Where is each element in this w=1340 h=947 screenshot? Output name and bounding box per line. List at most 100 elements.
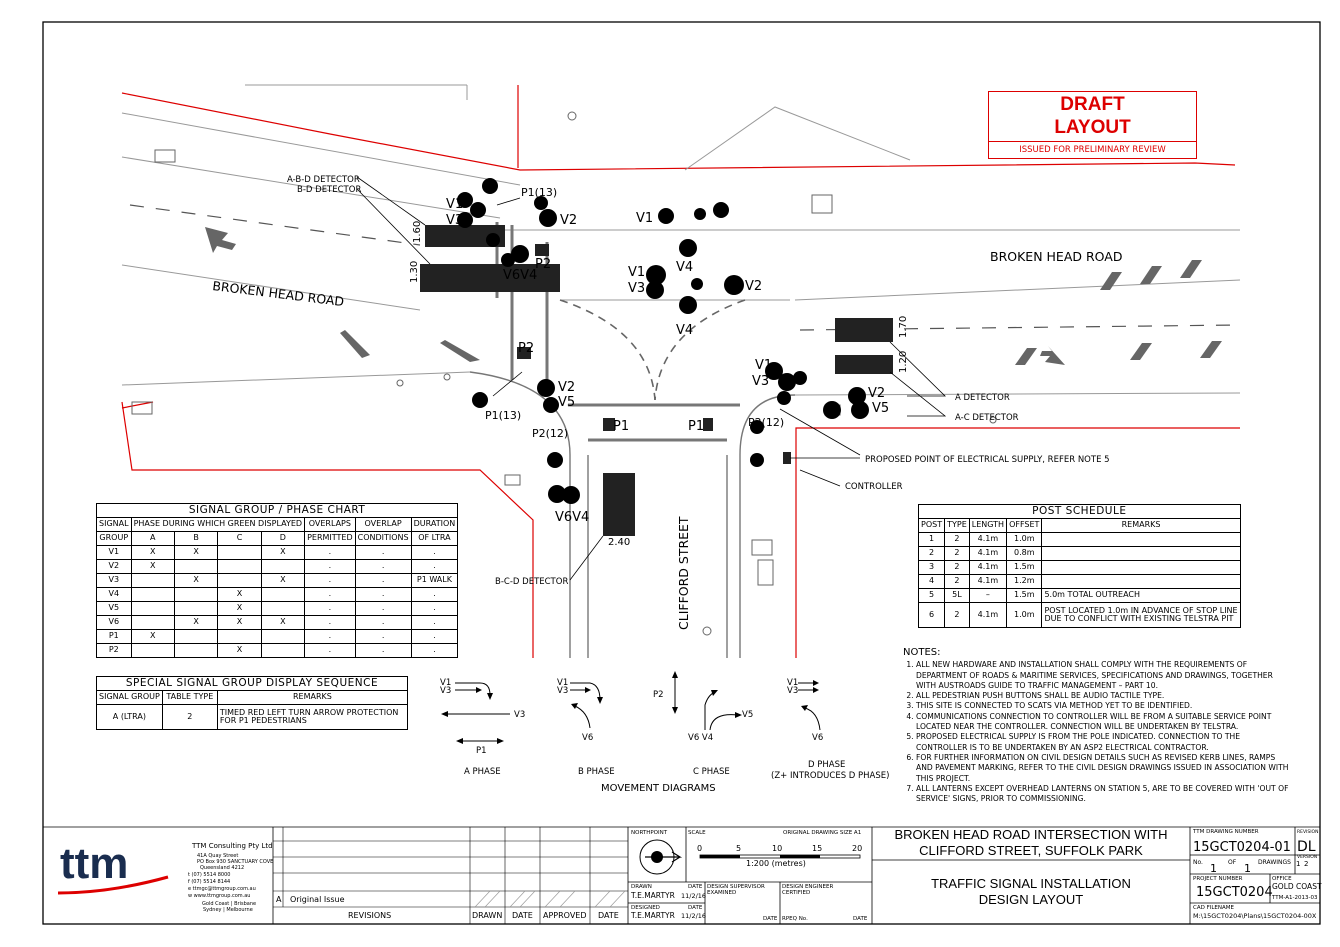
signal-cell: . xyxy=(304,601,356,616)
signal-heads xyxy=(457,178,869,504)
offices-1: Gold Coast | Brisbane xyxy=(202,901,256,907)
special-h-remarks: REMARKS xyxy=(216,690,409,705)
loop-a xyxy=(835,318,893,342)
post-cell: 1.5m xyxy=(1006,560,1043,575)
scale-tick-20: 20 xyxy=(852,844,862,853)
special-h-type: TABLE TYPE xyxy=(161,690,218,705)
rev-header-date2: DATE xyxy=(598,911,619,920)
version-label: VERSION xyxy=(1297,854,1317,860)
label-v1-b: V1 xyxy=(636,211,653,226)
label-p1-e: P1 xyxy=(688,419,704,434)
cad-label: CAD FILENAME xyxy=(1193,905,1235,911)
loop-abd xyxy=(425,225,505,247)
post-cell: – xyxy=(968,588,1008,603)
of-value: 1 xyxy=(1244,862,1251,875)
mv-d-v1: V1 xyxy=(787,678,798,688)
title-line-3: TRAFFIC SIGNAL INSTALLATION xyxy=(931,876,1131,891)
movement-diagrams xyxy=(445,675,821,742)
scale-tick-0: 0 xyxy=(697,844,702,853)
signal-cell xyxy=(217,559,262,574)
rev-header-drawn: DRAWN xyxy=(472,911,502,920)
drawings-val-1: 1 xyxy=(1296,860,1300,868)
dim-1-20: 1.20 xyxy=(898,351,909,373)
label-v3: V3 xyxy=(446,213,463,228)
notes-block: NOTES: ALL NEW HARDWARE AND INSTALLATION… xyxy=(903,647,1293,804)
h-signal: SIGNAL xyxy=(96,517,132,532)
signal-cell: . xyxy=(304,545,356,560)
signal-cell: . xyxy=(354,559,412,574)
loop-ac xyxy=(835,355,893,374)
drawn-date: 11/2/16 xyxy=(681,892,706,900)
label-p1-d: P1 xyxy=(613,419,629,434)
post-schedule-table: POST SCHEDULE POST TYPE LENGTH OFFSET RE… xyxy=(917,504,1241,628)
signal-cell xyxy=(260,643,306,658)
notes-list: ALL NEW HARDWARE AND INSTALLATION SHALL … xyxy=(903,660,1293,804)
post-cell: 5L xyxy=(944,588,970,603)
signal-cell xyxy=(260,559,306,574)
draft-subtitle: ISSUED FOR PRELIMINARY REVIEW xyxy=(989,141,1196,155)
label-v3-c: V3 xyxy=(628,281,645,296)
scale-label: SCALE xyxy=(688,830,706,836)
post6-remarks-2: DUE TO CONFLICT WITH EXISTING TELSTRA PI… xyxy=(1044,614,1234,623)
sup-date-label: DATE xyxy=(763,916,778,922)
signal-cell: P2 xyxy=(96,643,132,658)
signal-cell: X xyxy=(217,643,262,658)
leader-lines xyxy=(356,176,947,581)
signal-cell: X xyxy=(130,629,175,644)
signal-cell xyxy=(173,629,219,644)
h-phase-d: D xyxy=(260,531,306,546)
signal-cell: . xyxy=(354,545,412,560)
post-cell: 5.0m TOTAL OUTREACH xyxy=(1041,588,1241,603)
signal-cell: . xyxy=(410,615,459,630)
no-value: 1 xyxy=(1210,862,1217,875)
designed-label: DESIGNED xyxy=(631,905,660,911)
signal-cell: . xyxy=(354,615,412,630)
title-block-grid xyxy=(43,826,1320,924)
detector-loops xyxy=(420,225,893,536)
loop-bd xyxy=(420,264,560,292)
label-v1-f: V1 xyxy=(755,358,772,373)
dwg-number-label: TTM DRAWING NUMBER xyxy=(1192,829,1259,835)
post-cell: 2 xyxy=(944,532,970,547)
post-cell: 1 xyxy=(917,532,946,547)
scale-text: 1:200 (metres) xyxy=(746,859,806,868)
signal-cell: . xyxy=(304,615,356,630)
sheet-frame xyxy=(42,21,1321,925)
signal-cell: . xyxy=(304,559,356,574)
signal-cell xyxy=(260,629,306,644)
movement-title: MOVEMENT DIAGRAMS xyxy=(601,783,716,794)
post-cell xyxy=(1041,560,1241,575)
note-item: THIS SITE IS CONNECTED TO SCATS VIA METH… xyxy=(916,701,1293,711)
signal-cell: . xyxy=(410,587,459,602)
certified-label: CERTIFIED xyxy=(782,890,810,896)
dwg-number: 15GCT0204-01 xyxy=(1193,840,1291,855)
post-h-post: POST xyxy=(917,518,946,533)
signal-cell xyxy=(130,587,175,602)
label-p2-12-b: P2(12) xyxy=(748,416,784,429)
label-p2-b: P2 xyxy=(518,341,534,356)
h-overlap1: OVERLAP xyxy=(354,517,412,532)
label-p1-13-b: P1(13) xyxy=(485,409,521,422)
revision-value: DL xyxy=(1297,839,1316,855)
label-v4-c: V4 xyxy=(676,323,693,338)
mv-a-v3: V3 xyxy=(440,686,451,696)
scale-tick-5: 5 xyxy=(736,844,741,853)
road-label-left: BROKEN HEAD ROAD xyxy=(212,278,345,309)
loop-bcd xyxy=(603,473,635,536)
office-label: OFFICE xyxy=(1272,876,1292,882)
revision-desc: Original Issue xyxy=(290,895,345,904)
signal-cell: X xyxy=(217,587,262,602)
label-v2-f: V2 xyxy=(868,386,885,401)
drawing-number-block: TTM DRAWING NUMBER 15GCT0204-01 REVISION… xyxy=(1192,829,1322,920)
movement-arrowheads xyxy=(441,671,819,744)
drawn-by: T.E.MARTYR xyxy=(630,891,675,900)
designed-date: 11/2/16 xyxy=(681,912,706,920)
designed-date-label: DATE xyxy=(688,905,703,911)
company-name: TTM Consulting Pty Ltd xyxy=(191,842,273,850)
h-overlaps1: OVERLAPS xyxy=(304,517,356,532)
h-group: GROUP xyxy=(96,531,132,546)
mv-c-phase: C PHASE xyxy=(693,767,730,777)
